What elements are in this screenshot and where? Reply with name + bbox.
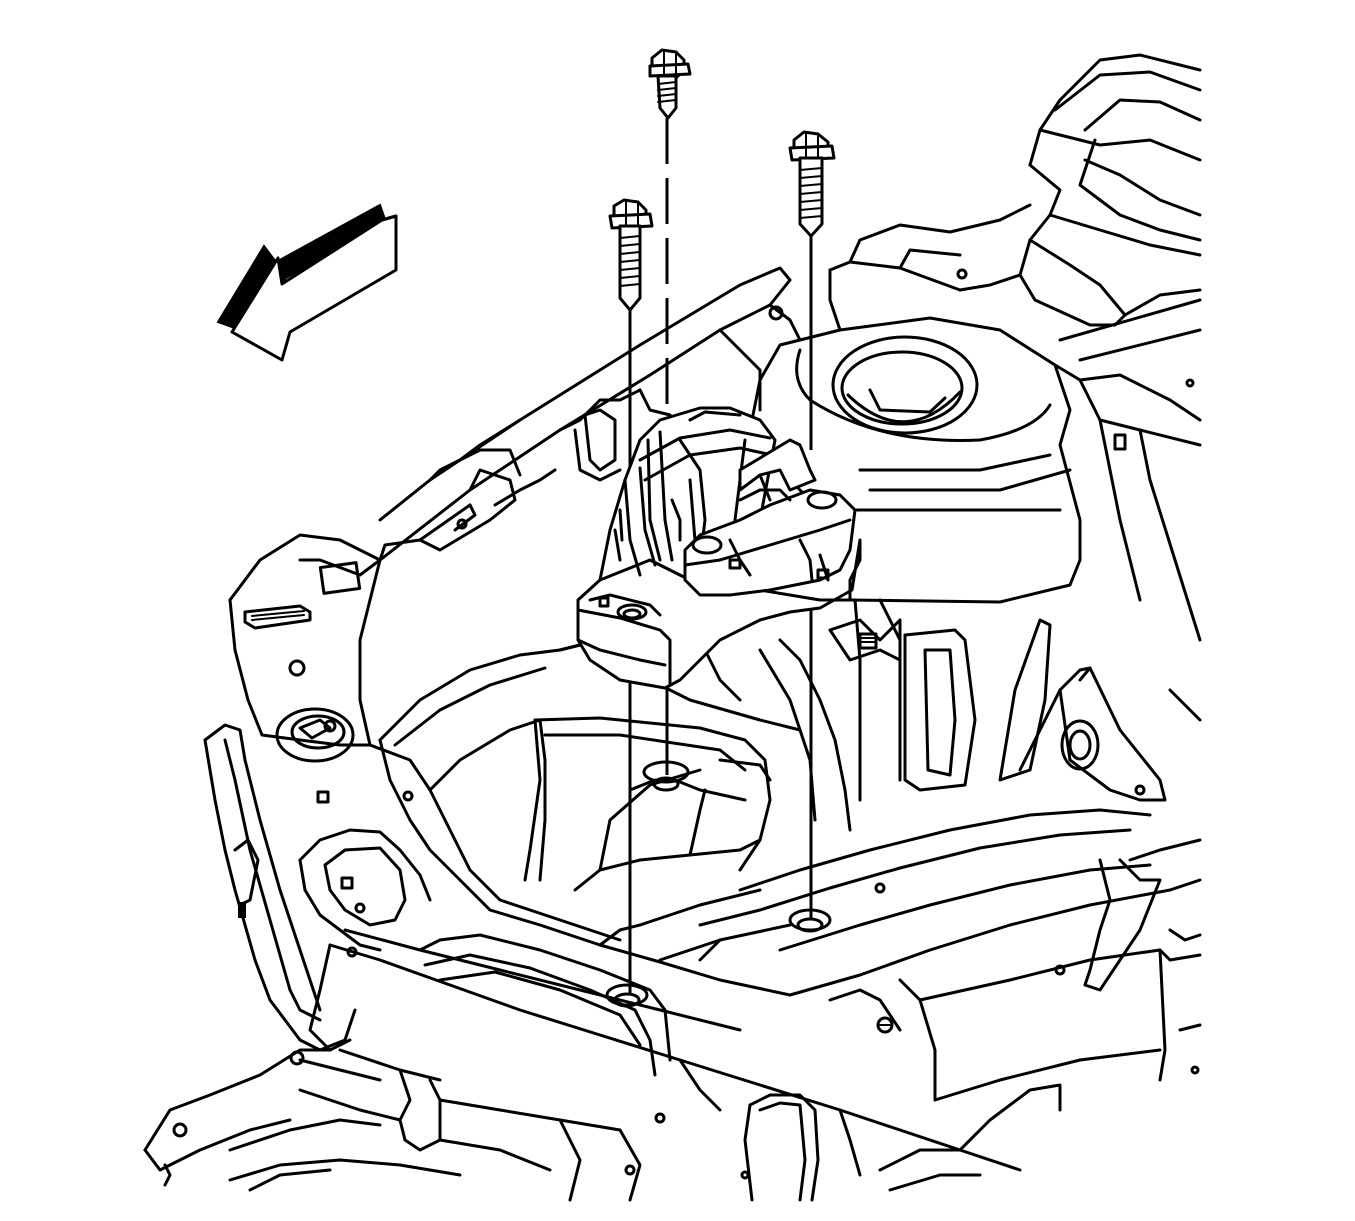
strut-tower — [750, 268, 1202, 642]
upper-left-rail — [378, 266, 802, 562]
lower-subframe — [143, 1048, 982, 1202]
bolt-front-right — [788, 130, 836, 238]
left-side-member — [203, 533, 432, 1052]
upper-body-rail — [828, 53, 1202, 327]
inner-fender-panel — [828, 598, 1202, 802]
front-of-vehicle-arrow-icon — [216, 203, 398, 362]
bolt-front-left — [608, 198, 654, 312]
mount-bracket-icon — [576, 406, 862, 690]
transmission-cavity — [378, 638, 852, 942]
bolt-rear-center — [648, 48, 692, 120]
bolt-icon — [608, 48, 836, 312]
